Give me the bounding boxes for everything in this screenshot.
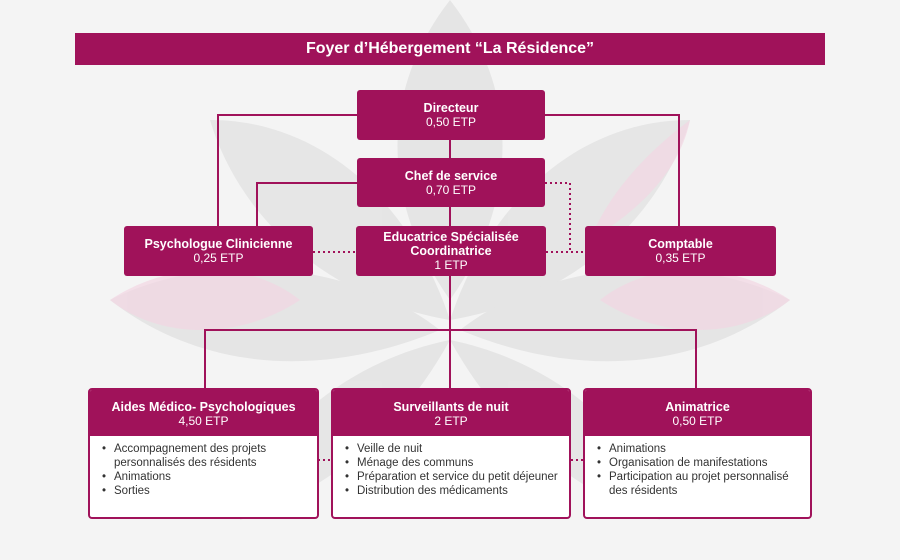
surveillants-role: Surveillants de nuit xyxy=(393,400,509,414)
psychologue-etp: 0,25 ETP xyxy=(193,251,244,265)
list-item: Distribution des médicaments xyxy=(345,484,569,498)
animatrice-task-list: Animations Organisation de manifestation… xyxy=(585,442,810,498)
comptable-box: Comptable 0,35 ETP xyxy=(585,226,776,276)
link-directeur-psychologue xyxy=(217,114,357,226)
surveillants-card-header: Surveillants de nuit 2 ETP xyxy=(333,390,569,436)
surveillants-task-list: Veille de nuit Ménage des communs Prépar… xyxy=(333,442,569,498)
chart-title: Foyer d’Hébergement “La Résidence” xyxy=(75,33,825,65)
link-directeur-comptable xyxy=(545,114,680,226)
dotted-link-chef-comptable xyxy=(545,182,571,252)
list-item: Sorties xyxy=(102,484,317,498)
educatrice-etp: 1 ETP xyxy=(434,258,468,272)
educatrice-box: Educatrice Spécialisée Coordinatrice 1 E… xyxy=(356,226,546,276)
chef-etp: 0,70 ETP xyxy=(425,182,477,197)
list-item-continuation: des résidents xyxy=(609,485,678,497)
link-chef-psychologue xyxy=(256,182,357,226)
list-item: Ménage des communs xyxy=(345,456,569,470)
animatrice-etp: 0,50 ETP xyxy=(672,414,723,428)
animatrice-card-header: Animatrice 0,50 ETP xyxy=(585,390,810,436)
aides-role: Aides Médico- Psychologiques xyxy=(111,400,296,414)
aides-etp: 4,50 ETP xyxy=(178,414,229,428)
list-item-continuation: personnalisés des résidents xyxy=(114,457,257,469)
educatrice-role-line1: Educatrice Spécialisée xyxy=(383,230,519,244)
list-item: Animations xyxy=(102,470,317,484)
animatrice-role: Animatrice xyxy=(665,400,730,414)
animatrice-card: Animatrice 0,50 ETP Animations Organisat… xyxy=(583,388,812,519)
psychologue-role: Psychologue Clinicienne xyxy=(144,237,293,251)
psychologue-box: Psychologue Clinicienne 0,25 ETP xyxy=(124,226,313,276)
comptable-role: Comptable xyxy=(648,237,713,251)
directeur-role: Directeur xyxy=(423,101,479,115)
aides-card: Aides Médico- Psychologiques 4,50 ETP Ac… xyxy=(88,388,319,519)
directeur-box: Directeur 0,50 ETP xyxy=(357,90,545,140)
aides-card-header: Aides Médico- Psychologiques 4,50 ETP xyxy=(90,390,317,436)
list-item: Animations xyxy=(597,442,810,456)
surveillants-etp: 2 ETP xyxy=(434,414,468,428)
surveillants-card: Surveillants de nuit 2 ETP Veille de nui… xyxy=(331,388,571,519)
educatrice-role-line2: Coordinatrice xyxy=(410,244,492,258)
chef-role: Chef de service xyxy=(404,168,498,183)
chef-de-service-box: Chef de service 0,70 ETP xyxy=(357,158,545,207)
list-item: Organisation de manifestations xyxy=(597,456,810,470)
comptable-etp: 0,35 ETP xyxy=(655,251,706,265)
directeur-etp: 0,50 ETP xyxy=(425,115,477,129)
list-item: Accompagnement des projets xyxy=(102,442,317,456)
list-item: Participation au projet personnalisé xyxy=(597,470,810,484)
list-item: Veille de nuit xyxy=(345,442,569,456)
aides-task-list: Accompagnement des projets personnalisés… xyxy=(90,442,317,498)
list-item: Préparation et service du petit déjeuner xyxy=(345,470,569,484)
